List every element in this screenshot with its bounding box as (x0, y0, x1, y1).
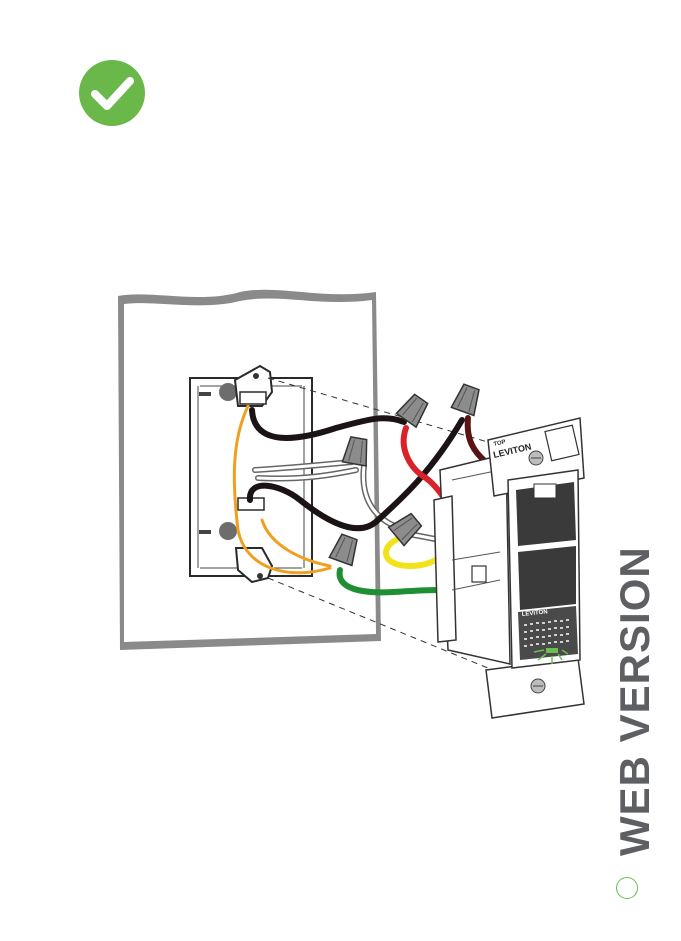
device-face (508, 470, 580, 668)
web-version-label: WEB VERSION (614, 546, 656, 856)
status-circle-icon (616, 877, 638, 899)
electrical-box (190, 366, 312, 582)
